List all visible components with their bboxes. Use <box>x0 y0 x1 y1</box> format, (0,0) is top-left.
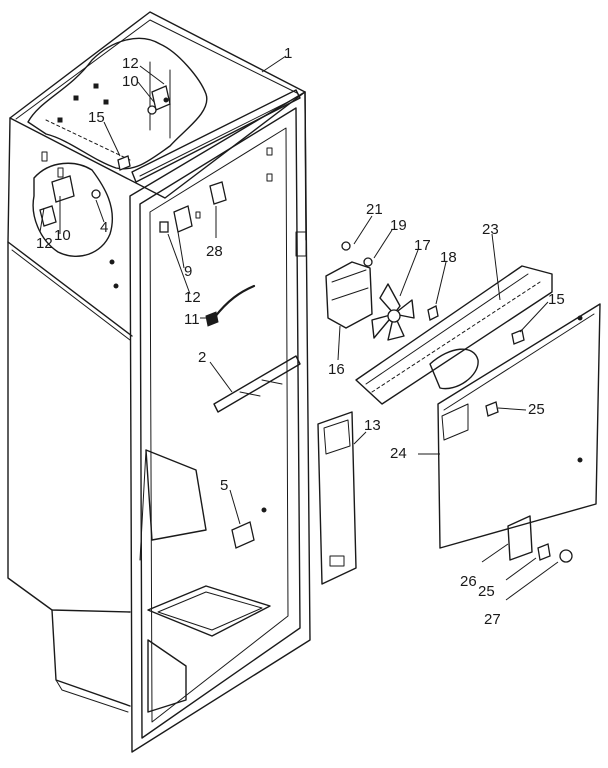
side-cutaway <box>32 151 119 289</box>
callout-21: 21 <box>366 201 383 218</box>
callout-12-side: 12 <box>36 235 53 252</box>
leader-lines <box>39 55 559 601</box>
callout-25-lower: 25 <box>478 583 495 600</box>
liner-frame <box>129 89 311 753</box>
shroud-23 <box>355 265 553 405</box>
callout-27: 27 <box>484 611 501 628</box>
callout-12-top: 12 <box>122 55 139 72</box>
callout-4: 4 <box>100 219 108 236</box>
fan-motor-assembly <box>325 241 439 341</box>
callout-9: 9 <box>184 263 192 280</box>
duct-13 <box>317 411 357 585</box>
callout-23: 23 <box>482 221 499 238</box>
callout-2: 2 <box>198 349 206 366</box>
callout-18: 18 <box>440 249 457 266</box>
callout-25-upper: 25 <box>528 401 545 418</box>
callout-5: 5 <box>220 477 228 494</box>
callout-15-right: 15 <box>548 291 565 308</box>
callout-26: 26 <box>460 573 477 590</box>
back-panel-24 <box>437 303 601 563</box>
callout-28: 28 <box>206 243 223 260</box>
callout-10-top: 10 <box>122 73 139 90</box>
callout-19: 19 <box>390 217 407 234</box>
callout-17: 17 <box>414 237 431 254</box>
callout-24: 24 <box>390 445 407 462</box>
callout-13: 13 <box>364 417 381 434</box>
callout-10-side: 10 <box>54 227 71 244</box>
callout-1: 1 <box>284 45 292 62</box>
interior-parts <box>159 181 301 549</box>
callout-16: 16 <box>328 361 345 378</box>
callout-12-mid: 12 <box>184 289 201 306</box>
callout-11: 11 <box>184 311 200 328</box>
callout-labels: 1 12 10 15 12 10 4 28 9 12 11 2 5 21 19 … <box>36 45 565 628</box>
callout-15-top: 15 <box>88 109 105 126</box>
